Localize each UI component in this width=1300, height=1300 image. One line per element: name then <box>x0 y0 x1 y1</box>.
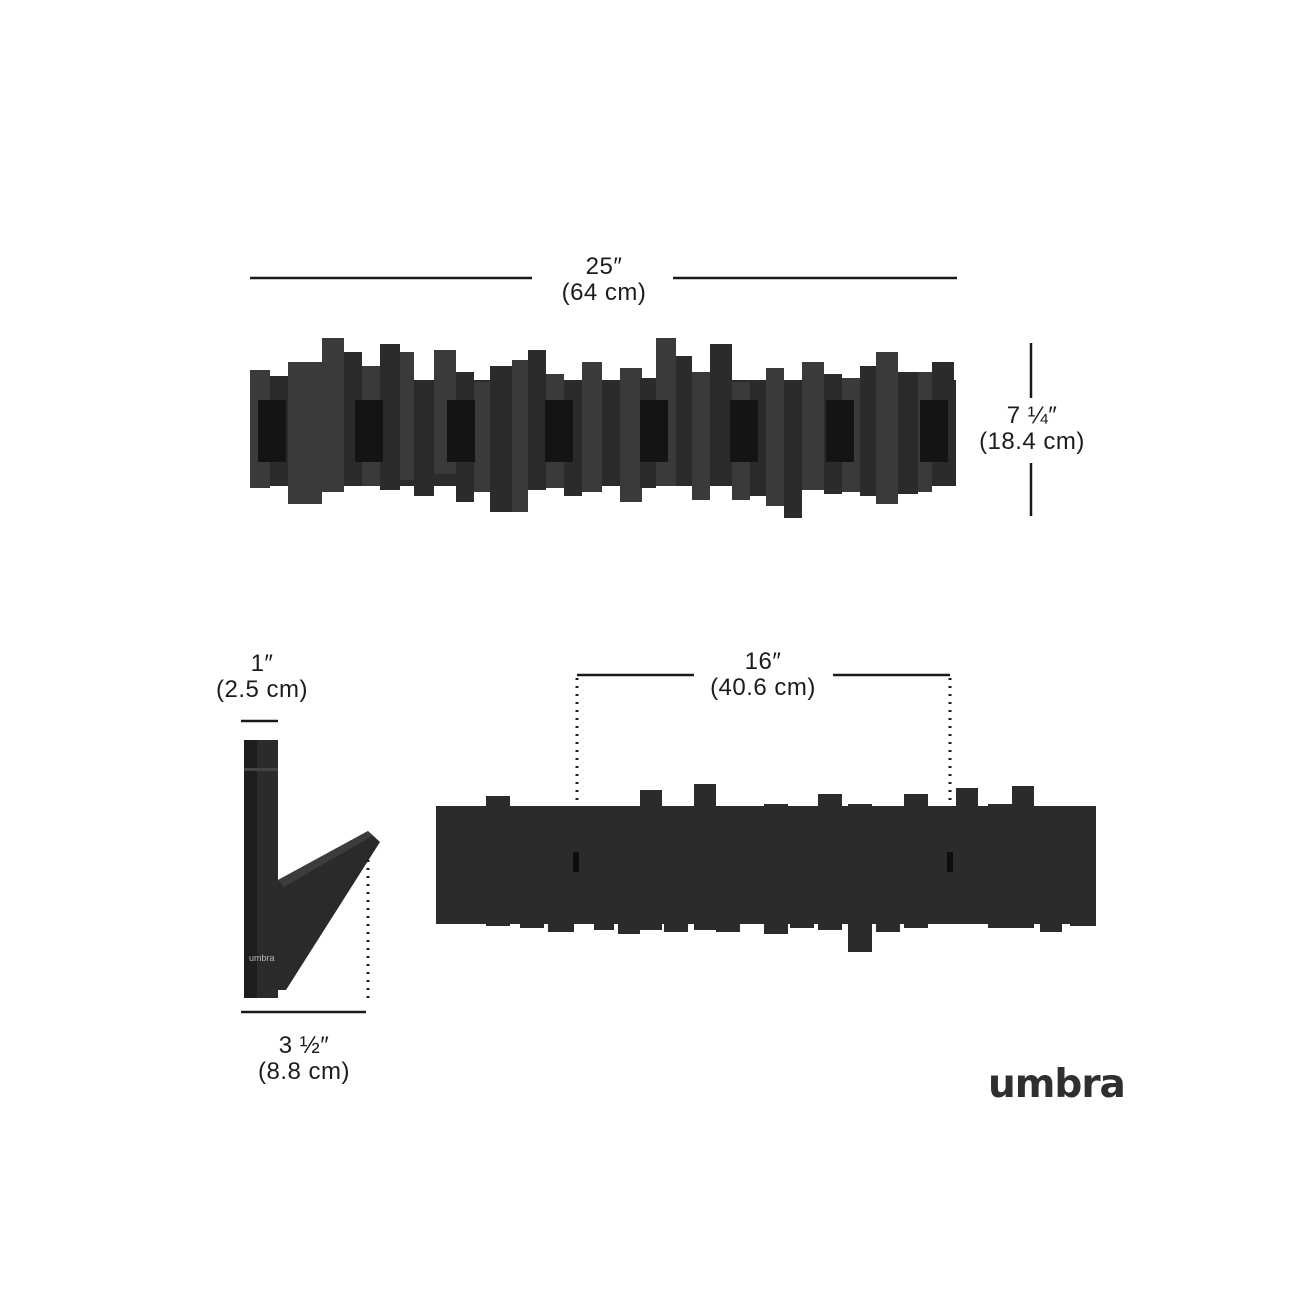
back-slat <box>956 788 978 922</box>
back-slat <box>716 806 740 932</box>
rack-slat <box>380 344 400 490</box>
rack-slat <box>602 386 620 486</box>
back-slat <box>548 806 574 932</box>
back-slat <box>664 814 688 932</box>
back-slat <box>848 804 872 952</box>
back-slat <box>904 794 928 928</box>
depth-label: 1″ (2.5 cm) <box>182 651 342 703</box>
rack-slat <box>414 384 434 496</box>
rack-slat <box>802 362 824 490</box>
rack-slat <box>784 384 802 518</box>
rack-slat <box>582 362 602 492</box>
rack-slat <box>528 350 546 490</box>
hook <box>640 400 668 462</box>
rack-slat <box>876 352 898 504</box>
rack-slat <box>710 344 732 484</box>
back-slat <box>618 808 640 934</box>
rack-slat <box>490 366 512 512</box>
back-slat <box>1040 814 1062 932</box>
rack-slat <box>676 356 692 486</box>
back-slat <box>486 796 510 926</box>
side-brand-mark: umbra <box>249 953 275 963</box>
width-metric: (64 cm) <box>561 279 647 306</box>
rack-slat <box>766 368 784 506</box>
rack-slat <box>860 366 876 496</box>
hook <box>355 400 383 462</box>
back-slat <box>640 790 662 930</box>
rack-slat <box>620 368 642 502</box>
back-slat <box>988 804 1012 928</box>
back-slat <box>452 810 476 920</box>
projection-imperial: 3 ½″ <box>278 1032 330 1059</box>
rack-slat <box>512 360 528 512</box>
spacing-metric: (40.6 cm) <box>710 674 816 701</box>
rack-slat <box>400 352 414 480</box>
depth-metric: (2.5 cm) <box>215 676 308 703</box>
back-slat <box>790 808 814 928</box>
height-label: 7 ¼″ (18.4 cm) <box>962 403 1102 455</box>
coat-rack-back-icon <box>436 784 1096 952</box>
umbra-logo: umbra <box>988 1062 1126 1107</box>
back-slat <box>818 794 842 930</box>
mount-spacing-label: 16″ (40.6 cm) <box>683 649 843 701</box>
hook <box>920 400 948 462</box>
keyhole <box>947 852 953 872</box>
rack-slat <box>474 382 490 492</box>
back-slat <box>764 804 788 934</box>
back-slat <box>594 810 614 930</box>
back-slat <box>1012 786 1034 928</box>
hook <box>826 400 854 462</box>
height-imperial: 7 ¼″ <box>1006 402 1058 429</box>
coat-rack-front-icon <box>250 338 956 518</box>
width-imperial: 25″ <box>585 253 623 280</box>
hook <box>447 400 475 462</box>
width-label: 25″ (64 cm) <box>524 254 684 306</box>
back-slat <box>1070 812 1096 926</box>
projection-label: 3 ½″ (8.8 cm) <box>224 1033 384 1085</box>
rack-slat <box>288 362 322 504</box>
hook <box>545 400 573 462</box>
rack-slat <box>322 338 344 492</box>
back-slat <box>520 808 544 928</box>
back-slat <box>694 784 716 930</box>
spacing-imperial: 16″ <box>744 648 782 675</box>
depth-imperial: 1″ <box>250 650 274 677</box>
hook <box>258 400 286 462</box>
projection-metric: (8.8 cm) <box>257 1058 350 1085</box>
height-metric: (18.4 cm) <box>979 428 1085 455</box>
coat-rack-side-icon: umbra <box>241 719 380 1014</box>
hook <box>730 400 758 462</box>
keyhole <box>573 852 579 872</box>
rack-slat <box>692 372 710 500</box>
back-slat <box>876 812 900 932</box>
rack-slat <box>898 372 918 494</box>
